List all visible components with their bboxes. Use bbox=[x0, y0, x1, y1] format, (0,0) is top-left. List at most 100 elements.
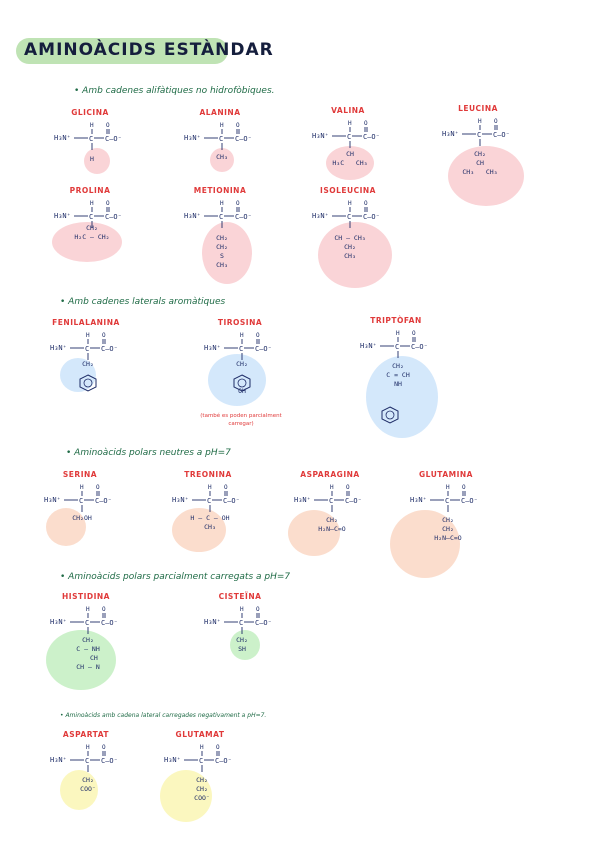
amine-group: H₃N⁺ bbox=[312, 212, 329, 220]
amino-acid-name: TIROSINA bbox=[217, 318, 263, 327]
side-chain-formula: CH₂ C = CH NH bbox=[386, 362, 410, 388]
carbonyl-oxygen: O bbox=[494, 118, 498, 125]
backbone-structure: H₃N⁺CHC–O⁻O bbox=[54, 200, 122, 228]
carbonyl-oxygen: O bbox=[102, 606, 106, 613]
carboxyl-group: C–O⁻ bbox=[255, 619, 272, 627]
amine-group: H₃N⁺ bbox=[204, 618, 221, 626]
side-chain-formula: CH — CH₃ CH₂ CH₃ bbox=[334, 234, 366, 260]
backbone-structure: H₃N⁺CHC–O⁻O bbox=[164, 744, 232, 772]
amine-group: H₃N⁺ bbox=[172, 496, 189, 504]
amino-acid-name: ALANINA bbox=[199, 108, 241, 117]
amine-group: H₃N⁺ bbox=[44, 496, 61, 504]
carboxyl-group: C–O⁻ bbox=[105, 213, 122, 221]
side-chain-formula: CH₂ CH₂ COO⁻ bbox=[194, 776, 210, 802]
alpha-hydrogen: H bbox=[478, 118, 482, 125]
amino-acid-name: GLICINA bbox=[71, 108, 109, 117]
side-chain-formula: H – C – OH CH₃ bbox=[190, 514, 230, 531]
side-chain-highlight bbox=[366, 356, 438, 438]
amine-group: H₃N⁺ bbox=[184, 134, 201, 142]
alpha-hydrogen: H bbox=[220, 200, 224, 207]
alpha-hydrogen: H bbox=[86, 332, 90, 339]
side-chain-highlight bbox=[202, 222, 252, 284]
section-heading-polar-charged: • Aminoàcids polars parcialment carregat… bbox=[60, 572, 291, 582]
alpha-carbon: C bbox=[199, 757, 203, 765]
backbone-structure: H₃N⁺CHC–O⁻O bbox=[172, 484, 240, 512]
amino-acid-name: FENILALANINA bbox=[52, 318, 120, 327]
carbonyl-oxygen: O bbox=[364, 120, 368, 127]
carbonyl-oxygen: O bbox=[236, 200, 240, 207]
side-chain-highlight bbox=[230, 630, 260, 660]
carbonyl-oxygen: O bbox=[96, 484, 100, 491]
carbonyl-oxygen: O bbox=[102, 744, 106, 751]
tirosina-note: (també es poden parcialment carregar) bbox=[200, 413, 282, 427]
carbonyl-oxygen: O bbox=[102, 332, 106, 339]
title-highlight bbox=[16, 38, 228, 64]
side-chain-formula: CH₂ bbox=[82, 360, 94, 368]
page-title: AMINOÀCIDS ESTÀNDAR bbox=[24, 40, 274, 60]
backbone-structure: H₃N⁺CHC–O⁻O bbox=[312, 120, 380, 148]
side-chain-formula: CH₂ CH CH₃ CH₃ bbox=[462, 150, 498, 176]
side-chain-highlight bbox=[326, 146, 374, 180]
section-heading-aromatic: • Amb cadenes laterals aromàtiques bbox=[60, 297, 226, 307]
side-chain-highlight bbox=[46, 630, 116, 690]
alpha-hydrogen: H bbox=[348, 120, 352, 127]
amine-group: H₃N⁺ bbox=[294, 496, 311, 504]
amino-acid-name: LEUCINA bbox=[458, 104, 498, 113]
carbonyl-oxygen: O bbox=[216, 744, 220, 751]
side-chain-formula: CH₂ C — NH CH CH — N bbox=[76, 636, 100, 671]
alpha-carbon: C bbox=[79, 497, 83, 505]
alpha-carbon: C bbox=[329, 497, 333, 505]
carboxyl-group: C–O⁻ bbox=[461, 497, 478, 505]
backbone-structure: H₃N⁺CHC–O⁻O bbox=[184, 122, 252, 150]
amino-acid-name: SERINA bbox=[62, 470, 98, 479]
carboxyl-group: C–O⁻ bbox=[105, 135, 122, 143]
alpha-carbon: C bbox=[207, 497, 211, 505]
backbone-structure: H₃N⁺CHC–O⁻O bbox=[204, 332, 272, 360]
side-chain-formula: CH₂ CH₂ H₂N–C=O bbox=[434, 516, 462, 542]
amino-acid-name: PROLINA bbox=[69, 186, 111, 195]
amine-group: H₃N⁺ bbox=[442, 130, 459, 138]
carboxyl-group: C–O⁻ bbox=[235, 213, 252, 221]
alpha-hydrogen: H bbox=[240, 332, 244, 339]
aromatic-ring-icon bbox=[233, 374, 251, 392]
carboxyl-group: C–O⁻ bbox=[363, 213, 380, 221]
alpha-hydrogen: H bbox=[86, 744, 90, 751]
carboxyl-group: C–O⁻ bbox=[255, 345, 272, 353]
backbone-structure: H₃N⁺CHC–O⁻O bbox=[410, 484, 478, 512]
backbone-structure: H₃N⁺CHC–O⁻O bbox=[184, 200, 252, 228]
alpha-carbon: C bbox=[85, 757, 89, 765]
side-chain-formula: CH₂OH bbox=[72, 514, 92, 522]
side-chain-highlight bbox=[318, 222, 392, 288]
amine-group: H₃N⁺ bbox=[50, 344, 67, 352]
side-chain-highlight bbox=[208, 354, 266, 406]
side-chain-formula: CH₂ H₂N–C=O bbox=[318, 516, 346, 533]
side-chain-highlight bbox=[448, 146, 524, 206]
alpha-hydrogen: H bbox=[330, 484, 334, 491]
backbone-structure: H₃N⁺CHC–O⁻O bbox=[312, 200, 380, 228]
amino-acid-name: HISTIDINA bbox=[62, 592, 110, 601]
section-heading-negative: • Aminoàcids amb cadena lateral carregad… bbox=[60, 712, 267, 719]
carbonyl-oxygen: O bbox=[106, 200, 110, 207]
amino-acid-name: GLUTAMINA bbox=[419, 470, 473, 479]
backbone-structure: H₃N⁺CHC–O⁻O bbox=[360, 330, 428, 358]
carboxyl-group: C–O⁻ bbox=[235, 135, 252, 143]
side-chain-formula: CH₂ SH bbox=[236, 636, 248, 653]
alpha-carbon: C bbox=[347, 133, 351, 141]
backbone-structure: H₃N⁺CHC–O⁻O bbox=[442, 118, 510, 146]
alpha-hydrogen: H bbox=[446, 484, 450, 491]
carboxyl-group: C–O⁻ bbox=[101, 757, 118, 765]
amino-acid-name: TREONINA bbox=[184, 470, 232, 479]
amine-group: H₃N⁺ bbox=[50, 756, 67, 764]
